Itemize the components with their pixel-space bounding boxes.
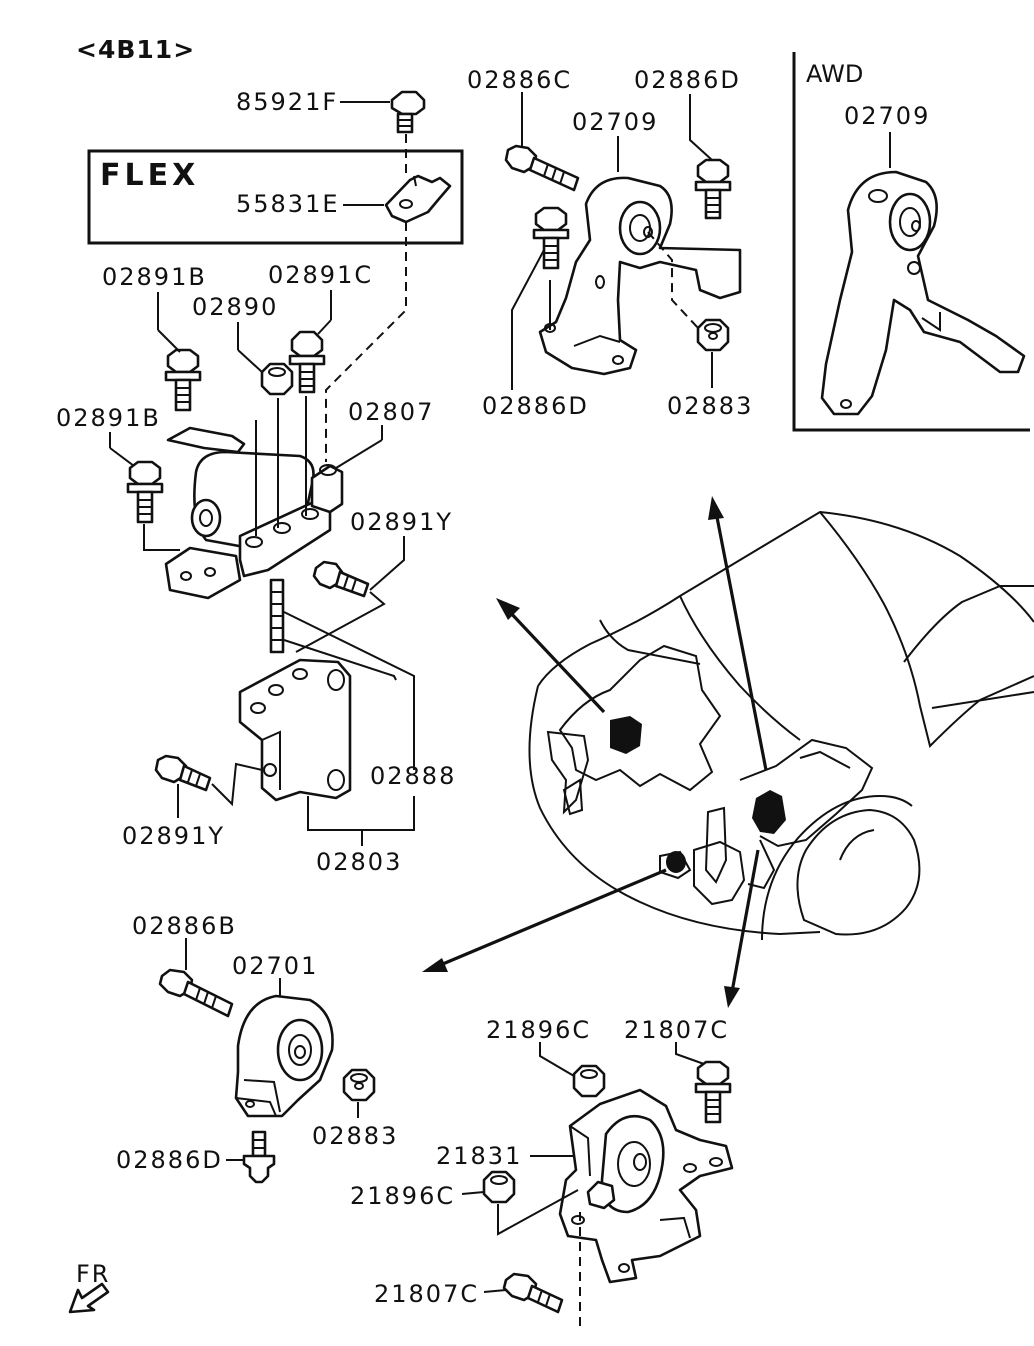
part-label-02883-bottom: 02883: [312, 1122, 398, 1150]
bracket-02888: [238, 658, 352, 802]
bolt-02891B-upper: [164, 348, 202, 412]
bracket-55831E: [384, 174, 452, 224]
nut-02883-bottom: [342, 1068, 376, 1102]
part-label-02886D-bottom: 02886D: [116, 1146, 223, 1174]
part-label-02891B-upper: 02891B: [102, 263, 207, 291]
stud-02886D-bottom: [242, 1130, 276, 1184]
part-label-02886B: 02886B: [132, 912, 237, 940]
engine-mount-02807: [164, 426, 344, 600]
part-label-02886C: 02886C: [467, 66, 572, 94]
awd-label: AWD: [806, 60, 863, 88]
flex-box: FLEX: [87, 149, 464, 245]
part-label-21896C-upper: 21896C: [486, 1016, 591, 1044]
part-label-02886D-lower: 02886D: [482, 392, 589, 420]
part-label-02890: 02890: [192, 293, 278, 321]
part-label-02891C: 02891C: [268, 261, 373, 289]
bolt-02891B-lower: [126, 460, 164, 524]
part-label-02886D-upper: 02886D: [634, 66, 741, 94]
nut-02883-center: [696, 318, 730, 352]
front-direction-indicator: FR: [68, 1260, 110, 1314]
engine-code-label: <4B11>: [76, 35, 195, 64]
engine-mount-02701: [234, 994, 334, 1118]
engine-mount-02709-center: [538, 176, 742, 376]
bolt-21807C-upper: [694, 1060, 732, 1124]
bolt-21807C-lower: [502, 1272, 564, 1314]
flex-label: FLEX: [100, 158, 199, 193]
part-label-02888: 02888: [370, 762, 456, 790]
part-label-02701: 02701: [232, 952, 318, 980]
nut-02890: [260, 362, 294, 396]
awd-box: AWD: [792, 52, 1030, 432]
bolt-02891Y-lower: [154, 754, 212, 792]
part-label-02891B-lower: 02891B: [56, 404, 161, 432]
part-label-02803: 02803: [316, 848, 402, 876]
bolt-02886B: [158, 968, 234, 1018]
engine-mount-21831: [558, 1088, 734, 1284]
part-label-21807C-lower: 21807C: [374, 1280, 479, 1308]
engine-mount-02709-awd: [820, 170, 1026, 416]
part-label-02891Y-lower: 02891Y: [122, 822, 225, 850]
part-label-85921F: 85921F: [236, 88, 338, 116]
part-label-02807: 02807: [348, 398, 434, 426]
stud-02807: [269, 578, 285, 654]
part-label-02883-center: 02883: [667, 392, 753, 420]
bolt-02886C: [504, 144, 580, 192]
nut-21896C-upper: [572, 1064, 606, 1098]
bolt-85921F: [390, 90, 426, 134]
bolt-02886D-upper: [694, 158, 732, 220]
bolt-02886D-lower: [532, 206, 570, 270]
location-arrows: [422, 496, 768, 1008]
part-label-21831: 21831: [436, 1142, 522, 1170]
part-label-02709-center: 02709: [572, 108, 658, 136]
bolt-02891Y-upper: [312, 560, 370, 598]
nut-21896C-lower: [482, 1170, 516, 1204]
front-direction-label: FR: [76, 1260, 110, 1288]
front-arrow-icon: [68, 1282, 110, 1314]
part-label-21896C-lower: 21896C: [350, 1182, 455, 1210]
part-label-21807C-upper: 21807C: [624, 1016, 729, 1044]
part-label-02891Y-upper: 02891Y: [350, 508, 453, 536]
bolt-02891C: [288, 330, 326, 394]
part-label-02709-awd: 02709: [844, 102, 930, 130]
part-label-55831E: 55831E: [236, 190, 340, 218]
vehicle-outline: [528, 510, 1034, 941]
